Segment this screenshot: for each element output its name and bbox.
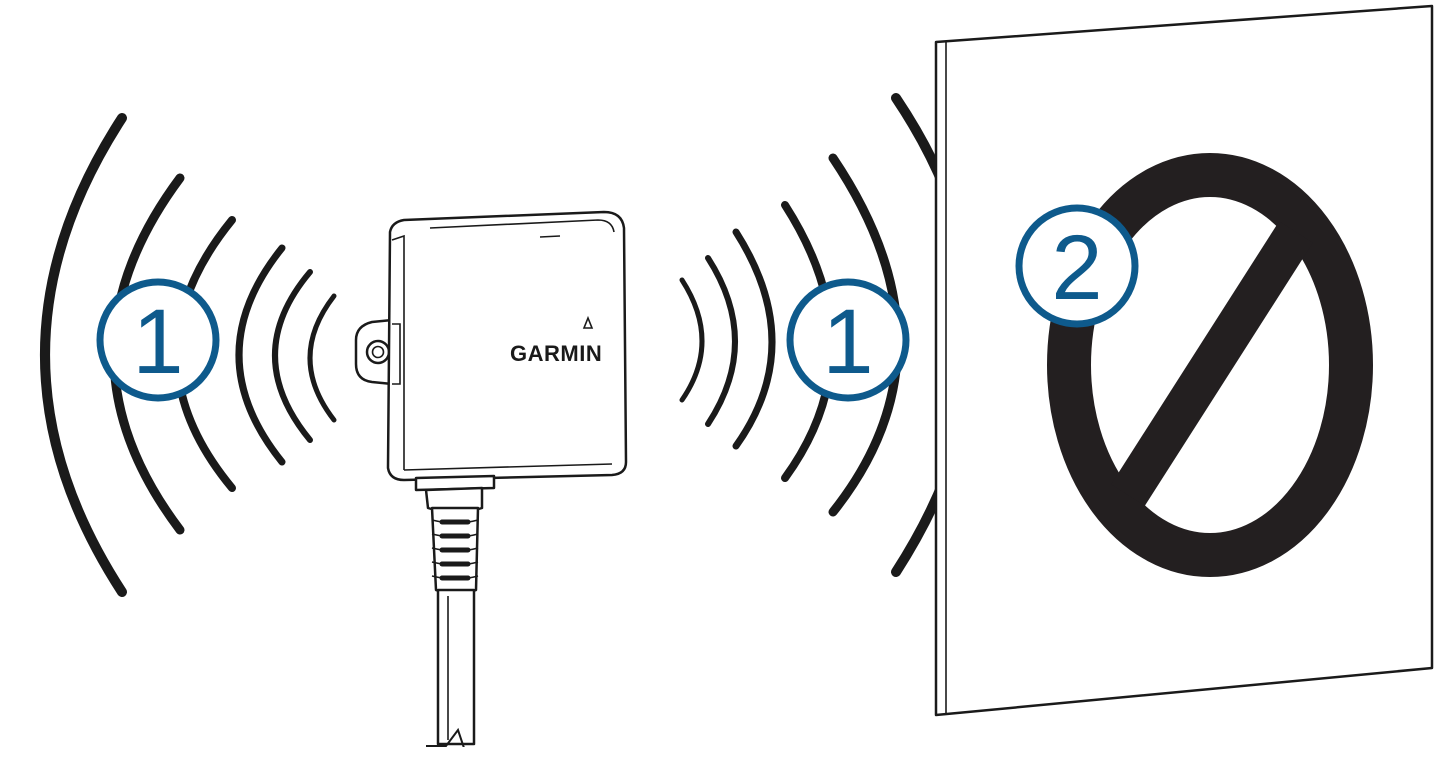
brand-label: GARMIN <box>510 341 602 366</box>
cable-strain-relief <box>430 506 480 595</box>
wave-left-4 <box>235 244 286 466</box>
cable-connector <box>414 474 496 492</box>
svg-text:1: 1 <box>132 291 183 393</box>
wall-panel-face <box>934 4 1434 717</box>
brand-triangle-icon <box>582 315 594 329</box>
wave-right-2 <box>705 255 738 427</box>
wave-right-1 <box>679 277 705 403</box>
mounting-hole-icon <box>365 339 391 365</box>
wave-left-6 <box>307 293 337 423</box>
device-housing <box>386 210 628 482</box>
no-entry-circle-slash-icon <box>1047 153 1373 577</box>
wave-left-1 <box>40 113 127 597</box>
svg-text:2: 2 <box>1051 217 1102 319</box>
garmin-device: GARMIN <box>354 210 628 763</box>
cable <box>426 588 484 763</box>
svg-text:1: 1 <box>822 291 873 393</box>
wall-panel <box>934 4 1434 717</box>
wave-left-5 <box>272 269 313 443</box>
callout-obstruction: 2 <box>1015 204 1139 328</box>
callout-signal-left: 1 <box>96 278 220 402</box>
wave-right-3 <box>732 228 776 450</box>
callout-signal-right: 1 <box>786 278 910 402</box>
